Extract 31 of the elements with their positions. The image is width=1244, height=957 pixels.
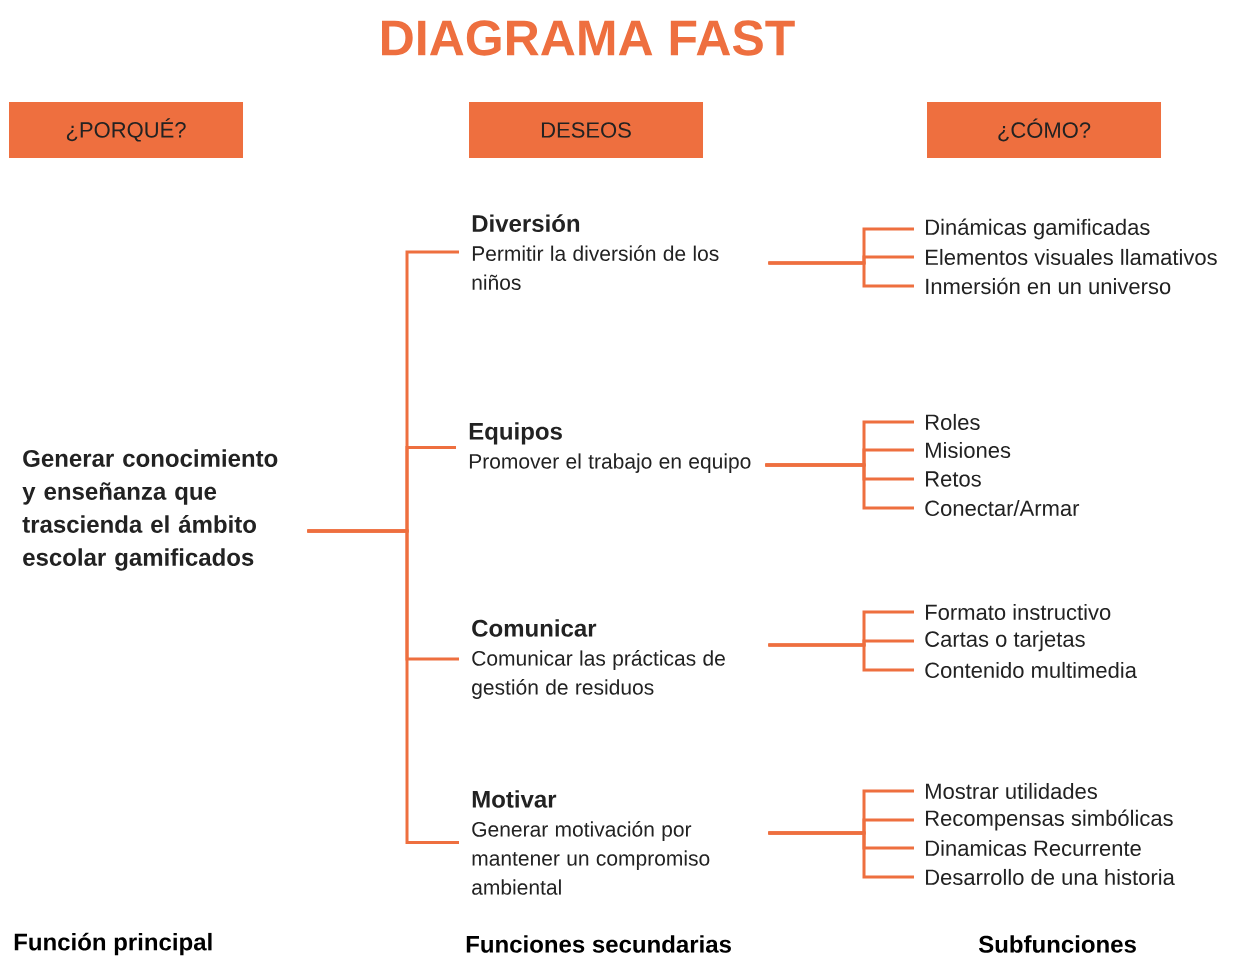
bracket-connector — [768, 261, 914, 288]
subfunction-text: Dinamicas Recurrente — [926, 839, 1141, 857]
subfunction-text: Inmersión en un universo — [926, 277, 1171, 295]
header-box: ¿PORQUÉ? — [9, 102, 243, 158]
subfunction-text: Misiones — [926, 441, 1011, 459]
bracket-connector — [307, 529, 459, 844]
bracket-connector — [765, 463, 914, 510]
subfunction-text: Recompensas simbólicas — [926, 809, 1173, 831]
main-function-text: Generar conocimiento y enseñanza que trascienda el ámbito escolar gamificados — [22, 449, 278, 571]
title: DIAGRAMA FAST — [382, 20, 795, 56]
subfunction-text: Conectar/Armar — [925, 499, 1080, 517]
function-text: Diversión Permitir la diversión de los niños — [472, 214, 719, 290]
column-label: Subfunciones — [978, 935, 1136, 953]
subfunction-text: Roles — [926, 413, 980, 431]
bracket-connector — [768, 831, 914, 879]
bracket-connector — [768, 643, 914, 672]
column-label: Funciones secundarias — [466, 935, 731, 953]
function-text: Comunicar Comunicar las prácticas de gestión de residuos — [472, 619, 725, 699]
function-text: Equipos Promover el trabajo en equipo — [469, 422, 751, 473]
subfunction-text: Elementos visuales llamativos — [926, 248, 1217, 266]
subfunction-text: Formato instructivo — [926, 603, 1111, 621]
subfunction-text: Desarrollo de una historia — [926, 868, 1175, 886]
function-text: Motivar Generar motivación por mantener un compromiso ambiental — [472, 790, 710, 895]
header-box: DESEOS — [469, 102, 703, 158]
subfunction-text: Dinámicas gamificadas — [926, 218, 1150, 240]
subfunction-text: Contenido multimedia — [925, 661, 1137, 679]
subfunction-text: Mostrar utilidades — [926, 782, 1097, 800]
header-box: ¿CÓMO? — [927, 102, 1161, 158]
column-label: Función principal — [14, 932, 212, 956]
subfunction-text: Retos — [926, 471, 981, 487]
subfunction-text: Cartas o tarjetas — [925, 630, 1085, 652]
